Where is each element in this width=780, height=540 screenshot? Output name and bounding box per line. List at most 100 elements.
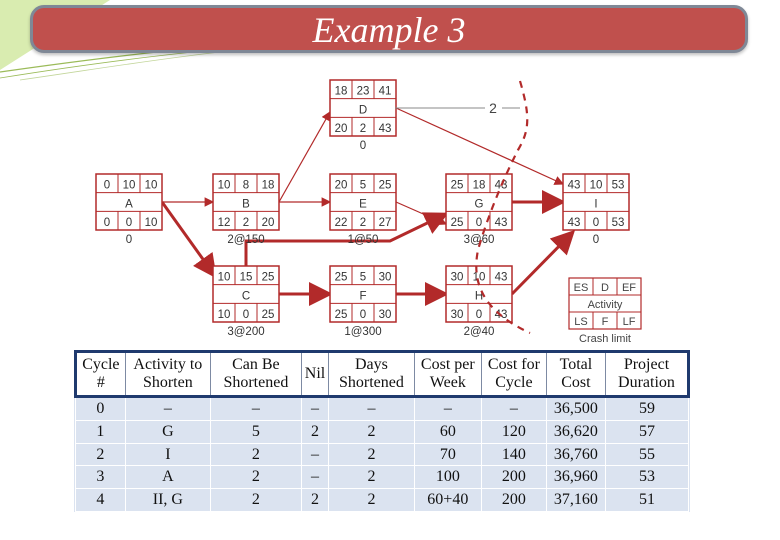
node-lf: 43	[379, 123, 392, 135]
node-duration: 5	[360, 180, 366, 192]
slide-title: Example 3	[312, 10, 466, 50]
table-header-cell: Activity to Shorten	[124, 351, 211, 397]
legend-caption: Crash limit	[579, 333, 631, 345]
table-cell: 2	[300, 488, 330, 512]
table-cell: I	[124, 442, 211, 467]
node-duration: 15	[240, 272, 253, 284]
node-es: 10	[218, 272, 231, 284]
node-float: 0	[593, 217, 599, 229]
node-duration: 5	[360, 272, 366, 284]
cut-line-label: 2	[489, 100, 497, 116]
table-cell: 60+40	[413, 488, 482, 512]
node-float: 0	[243, 309, 249, 321]
node-ls: 30	[451, 309, 464, 321]
node-activity-label: G	[475, 198, 484, 210]
legend-lf: LF	[623, 316, 636, 328]
node-activity-label: C	[242, 290, 250, 302]
node-slack: 0	[126, 234, 132, 246]
table-cell: 2	[209, 465, 302, 490]
node-lf: 53	[612, 217, 625, 229]
table-header-cell: Days Shortened	[328, 351, 415, 397]
node-lf: 25	[262, 309, 275, 321]
node-ls: 22	[335, 217, 348, 229]
table-cell: 51	[604, 488, 690, 512]
network-arrow	[278, 110, 331, 203]
node-float: 2	[360, 217, 366, 229]
table-cell: –	[124, 395, 211, 421]
node-ef: 18	[262, 180, 275, 192]
table-cell: 2	[209, 442, 302, 467]
node-float: 0	[360, 309, 366, 321]
table-cell: 36,960	[545, 465, 606, 490]
node-ef: 30	[379, 272, 392, 284]
table-cell: –	[328, 395, 415, 421]
node-float: 0	[476, 309, 482, 321]
node-duration: 18	[473, 180, 486, 192]
table-cell: 0	[75, 395, 126, 421]
node-ls: 0	[104, 217, 110, 229]
node-lf: 30	[379, 309, 392, 321]
node-ls: 12	[218, 217, 231, 229]
table-cell: 1	[75, 419, 126, 444]
node-crash-cost: 1@50	[348, 234, 379, 246]
node-es: 18	[335, 86, 348, 98]
network-arrow	[395, 201, 448, 226]
table-cell: –	[300, 395, 330, 421]
node-slack: 0	[360, 140, 366, 152]
node-crash-cost: 2@150	[227, 234, 264, 246]
node-activity-label: F	[359, 290, 366, 302]
table-header-cell: Total Cost	[545, 351, 606, 397]
node-slack: 0	[593, 234, 599, 246]
network-arrow	[510, 229, 576, 296]
node-es: 43	[568, 180, 581, 192]
table-header-cell: Cycle #	[75, 351, 126, 397]
node-lf: 27	[379, 217, 392, 229]
legend-ls: LS	[574, 316, 587, 328]
table-cell: –	[480, 395, 547, 421]
table-cell: 57	[604, 419, 690, 444]
table-cell: –	[300, 465, 330, 490]
table-cell: 2	[300, 419, 330, 444]
node-ef: 53	[612, 180, 625, 192]
table-cell: 2	[328, 442, 415, 467]
table-cell: 140	[480, 442, 547, 467]
table-cell: 36,500	[545, 395, 606, 421]
table-cell: 36,620	[545, 419, 606, 444]
node-activity-label: B	[242, 198, 250, 210]
table-header-cell: Cost per Week	[413, 351, 482, 397]
table-cell: 2	[328, 488, 415, 512]
node-es: 25	[451, 180, 464, 192]
table-cell: 200	[480, 465, 547, 490]
table-cell: –	[413, 395, 482, 421]
node-ls: 25	[451, 217, 464, 229]
table-cell: 200	[480, 488, 547, 512]
table-cell: 2	[209, 488, 302, 512]
node-duration: 23	[357, 86, 370, 98]
table-cell: 37,160	[545, 488, 606, 512]
table-cell: 2	[328, 465, 415, 490]
node-es: 0	[104, 180, 110, 192]
node-crash-cost: 2@40	[464, 326, 495, 338]
node-ls: 10	[218, 309, 231, 321]
table-cell: 59	[604, 395, 690, 421]
table-cell: II, G	[124, 488, 211, 512]
node-es: 10	[218, 180, 231, 192]
table-cell: G	[124, 419, 211, 444]
table-cell: 36,760	[545, 442, 606, 467]
table-cell: 53	[604, 465, 690, 490]
